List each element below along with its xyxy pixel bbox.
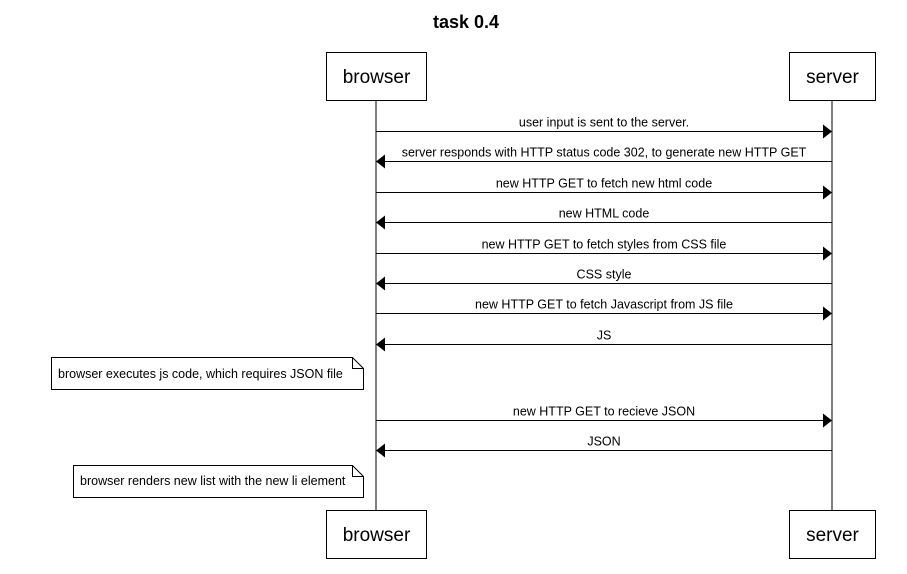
actor-server-top-label: server: [806, 67, 859, 88]
message-5: new HTTP GET to fetch styles from CSS fi…: [376, 238, 832, 261]
arrowhead-icon: [376, 337, 385, 352]
message-label: JS: [597, 329, 612, 343]
arrowhead-icon: [376, 215, 385, 230]
arrowhead-icon: [376, 154, 385, 169]
arrowhead-icon: [823, 185, 832, 200]
message-4: new HTML code: [376, 207, 832, 230]
message-label: new HTTP GET to fetch Javascript from JS…: [475, 298, 733, 312]
actor-server-top: server: [789, 52, 876, 101]
actor-server-bottom-label: server: [806, 525, 859, 546]
arrowhead-icon: [376, 276, 385, 291]
message-label: JSON: [587, 435, 620, 449]
message-label: new HTML code: [559, 207, 650, 221]
message-label: new HTTP GET to recieve JSON: [513, 405, 695, 419]
actor-server-bottom: server: [789, 510, 876, 559]
messages: user input is sent to the server. server …: [376, 116, 832, 458]
note-browser-renders-list: browser renders new list with the new li…: [73, 465, 364, 498]
message-label: user input is sent to the server.: [519, 116, 689, 130]
message-1: user input is sent to the server.: [376, 116, 832, 139]
message-label: new HTTP GET to fetch styles from CSS fi…: [482, 238, 727, 252]
actor-browser-top-label: browser: [343, 67, 411, 88]
message-10: JSON: [376, 435, 832, 458]
actor-browser-top: browser: [326, 52, 427, 101]
message-label: CSS style: [577, 268, 632, 282]
message-label: server responds with HTTP status code 30…: [402, 146, 807, 160]
arrowhead-icon: [823, 306, 832, 321]
message-8: JS: [376, 329, 832, 352]
message-9: new HTTP GET to recieve JSON: [376, 405, 832, 428]
message-2: server responds with HTTP status code 30…: [376, 146, 832, 169]
note-label: browser executes js code, which requires…: [58, 367, 343, 381]
arrowhead-icon: [823, 246, 832, 261]
message-label: new HTTP GET to fetch new html code: [496, 177, 712, 191]
message-3: new HTTP GET to fetch new html code: [376, 177, 832, 200]
message-7: new HTTP GET to fetch Javascript from JS…: [376, 298, 832, 321]
arrowhead-icon: [376, 443, 385, 458]
note-browser-executes-js: browser executes js code, which requires…: [51, 357, 364, 390]
actor-browser-bottom: browser: [326, 510, 427, 559]
arrowhead-icon: [823, 124, 832, 139]
diagram-title: task 0.4: [433, 12, 499, 32]
actor-browser-bottom-label: browser: [343, 525, 411, 546]
arrowhead-icon: [823, 413, 832, 428]
message-6: CSS style: [376, 268, 832, 291]
note-label: browser renders new list with the new li…: [80, 474, 346, 488]
